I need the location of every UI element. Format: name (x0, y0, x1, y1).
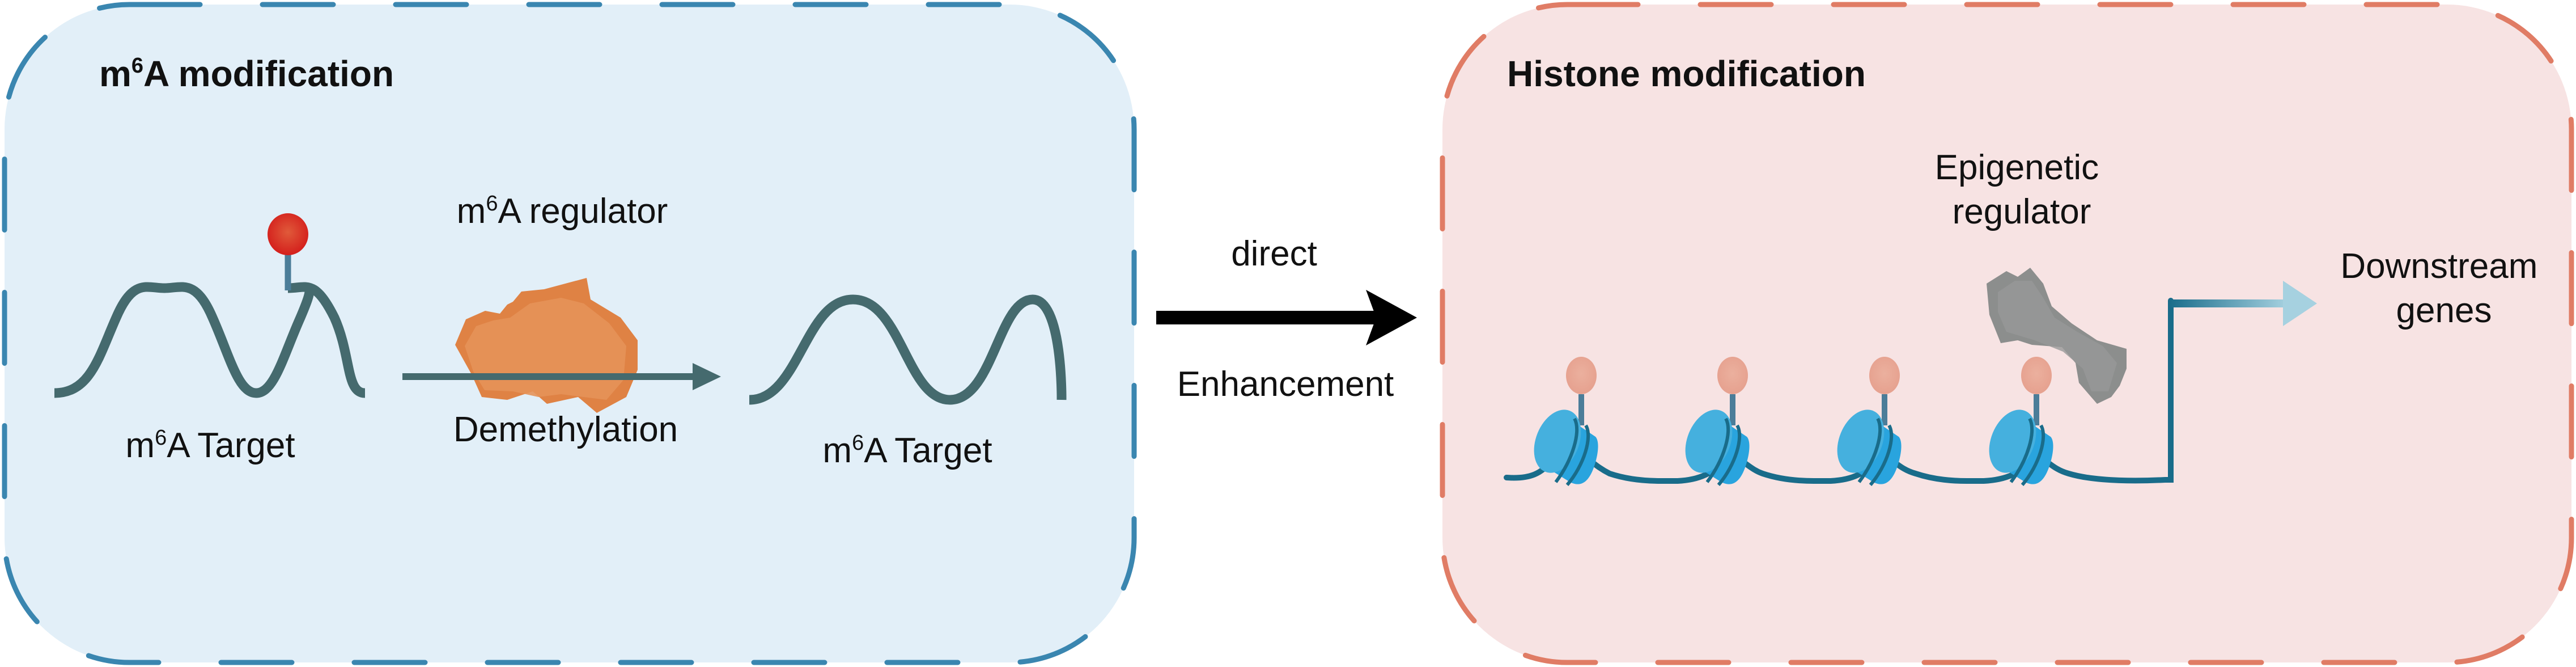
dna-strand (1504, 298, 2174, 484)
histone-panel-title: Histone modification (1507, 53, 1866, 94)
direct-label: direct (1231, 234, 1317, 273)
m6a-target-rna-methylated (54, 213, 366, 398)
histone-mark-icon (1869, 357, 1900, 394)
epigenetic-regulator-protein-icon (1987, 268, 2127, 404)
m6a-modification-panel: m6A modification m6A Target m6A regulato… (2, 2, 1137, 665)
nucleosome (1837, 357, 1902, 486)
rna-strand-icon (749, 294, 1067, 405)
nucleosome (1534, 357, 1598, 486)
rna-strand-icon (54, 282, 366, 398)
downstream-genes-label: Downstream genes (2340, 247, 2547, 330)
m6a-target-after-label: m6A Target (822, 431, 992, 470)
gene-activation-arrow-icon (2168, 281, 2317, 326)
m6a-regulator-label: m6A regulator (457, 192, 668, 231)
histone-mark-icon (1717, 357, 1748, 394)
enhancement-label: Enhancement (1177, 365, 1394, 404)
demethylation-arrow (402, 363, 721, 390)
methyl-mark-icon (268, 213, 308, 255)
nucleosome (1685, 357, 1750, 486)
epigenetic-regulator-label: Epigenetic regulator (1935, 148, 2109, 231)
demethylation-label: Demethylation (453, 410, 678, 449)
m6a-panel-title: m6A modification (99, 53, 394, 94)
enhancement-arrow-icon (1156, 290, 1417, 345)
connector: direct Enhancement (1156, 234, 1417, 404)
m6a-target-before-label: m6A Target (125, 426, 295, 465)
histone-mark-icon (1566, 357, 1597, 394)
m6a-target-rna-demethylated (749, 294, 1067, 405)
histone-modification-panel: Histone modification Epigenetic regulato… (1440, 2, 2574, 665)
histone-mark-icon (2021, 357, 2052, 394)
nucleosome (1989, 357, 2053, 486)
